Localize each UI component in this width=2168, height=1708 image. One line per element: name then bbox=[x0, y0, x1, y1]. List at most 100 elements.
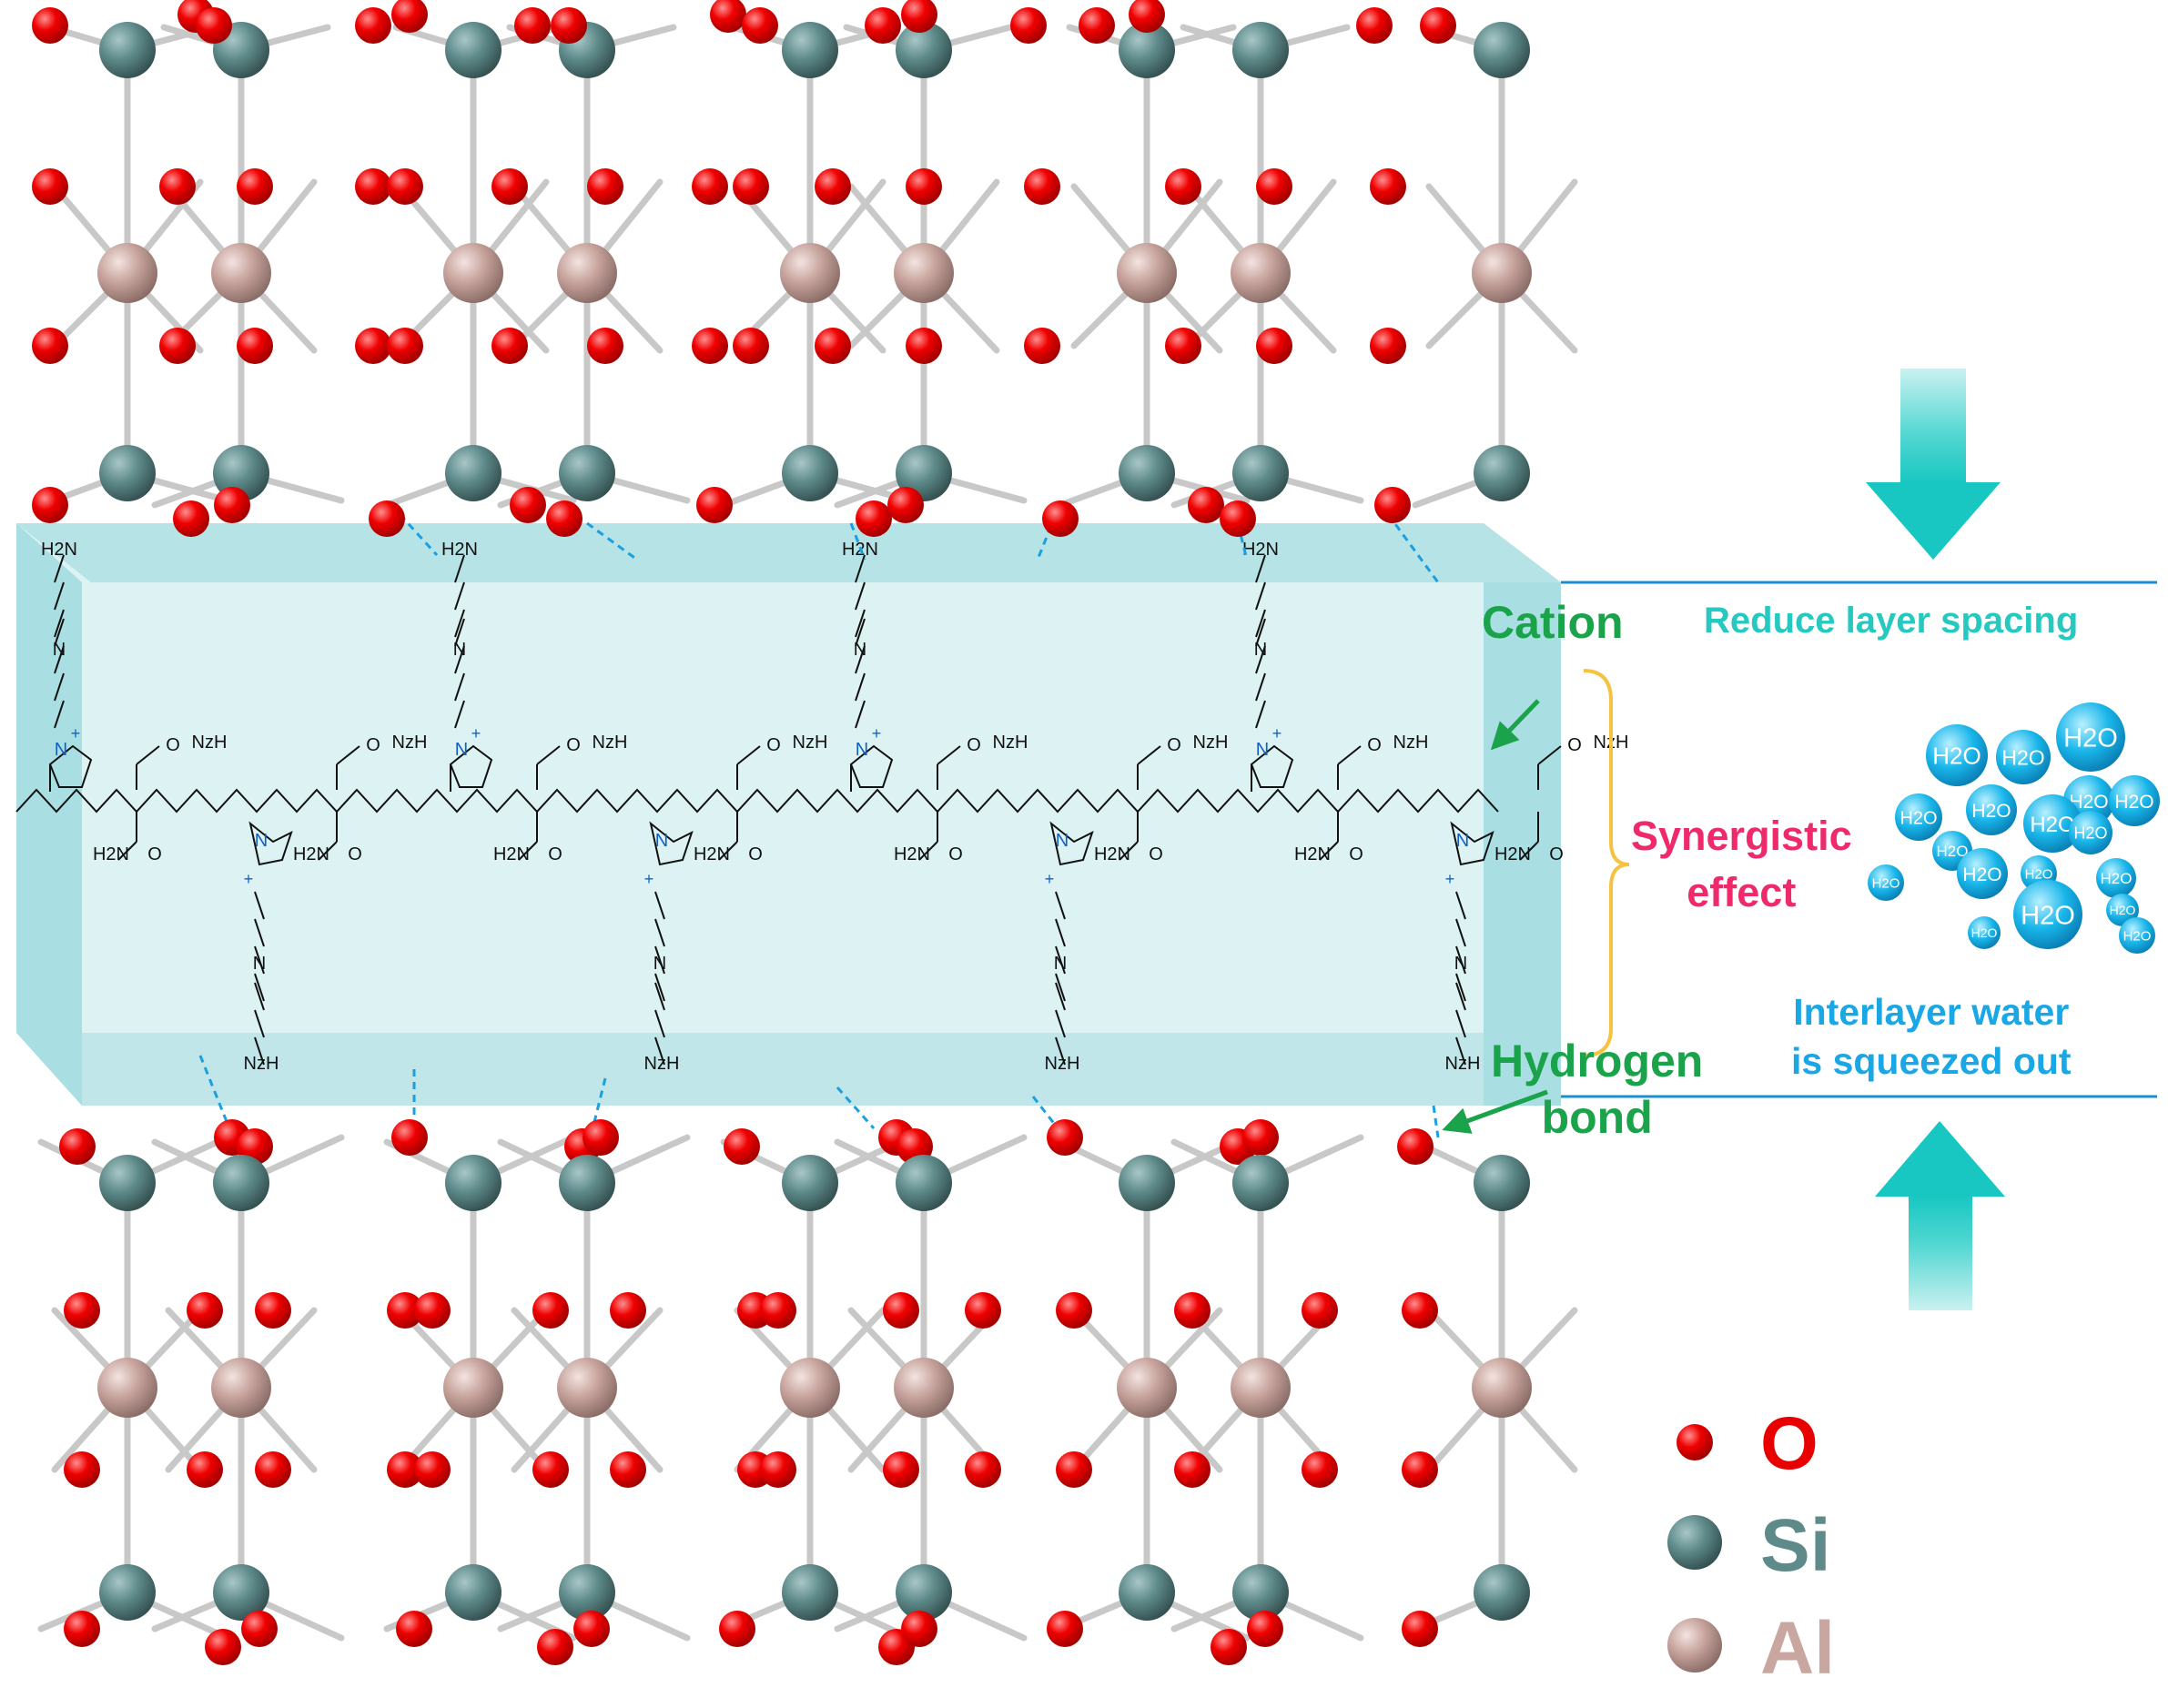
amide-label: H2N bbox=[894, 844, 930, 864]
silicon-atom bbox=[445, 1155, 501, 1211]
oxygen-atom bbox=[1165, 328, 1201, 364]
oxygen-atom bbox=[1047, 1611, 1083, 1647]
chem-bond bbox=[1255, 554, 1266, 583]
oxygen-atom bbox=[815, 168, 851, 205]
chem-bond bbox=[855, 672, 866, 702]
oxygen-atom bbox=[1024, 328, 1060, 364]
oxygen-atom bbox=[396, 1611, 432, 1647]
chem-bond bbox=[1537, 745, 1562, 765]
silicon-atom bbox=[1119, 22, 1175, 78]
aluminum-atom bbox=[1231, 243, 1291, 303]
silicon-atom bbox=[559, 445, 615, 501]
chem-bond bbox=[136, 745, 160, 765]
oxygen-atom bbox=[1402, 1292, 1438, 1329]
compress-arrow-down-head bbox=[1866, 482, 2001, 560]
water-formula: H2O bbox=[1971, 925, 1998, 940]
chem-bond bbox=[855, 554, 866, 583]
oxygen-atom bbox=[255, 1292, 291, 1329]
plus-label: + bbox=[1445, 870, 1455, 888]
oxygen-atom bbox=[901, 0, 937, 33]
oxygen-atom bbox=[187, 1292, 223, 1329]
oxygen-label: O bbox=[348, 844, 362, 864]
slab-bottom-face bbox=[82, 1033, 1484, 1106]
hydrogen-bond bbox=[836, 1086, 876, 1129]
silicon-atom bbox=[1232, 22, 1289, 78]
oxygen-atom bbox=[205, 1629, 241, 1665]
legend-aluminum-symbol bbox=[1667, 1618, 1722, 1673]
hydrogen-bond bbox=[1386, 513, 1440, 583]
oxygen-atom bbox=[1165, 168, 1201, 205]
ring-n-label: N bbox=[1056, 831, 1069, 851]
slab-side-face bbox=[1484, 582, 1561, 1106]
plus-label: + bbox=[244, 870, 254, 888]
oxygen-atom bbox=[355, 7, 391, 44]
chem-bond bbox=[518, 841, 538, 861]
interlayer-water-label: Interlayer water is squeezed out bbox=[1791, 991, 2072, 1082]
chem-bond bbox=[1455, 945, 1466, 975]
imidazolium-ring bbox=[248, 821, 293, 866]
aluminum-atom bbox=[443, 243, 503, 303]
oxygen-atom bbox=[583, 1119, 619, 1156]
chem-bond bbox=[1055, 973, 1066, 1002]
water-molecule bbox=[1966, 784, 2017, 835]
hydrogen-bond bbox=[590, 1077, 607, 1134]
water-formula: H2O bbox=[2073, 824, 2107, 843]
water-formula: H2O bbox=[1932, 743, 1981, 770]
amine-n-label: N bbox=[1254, 640, 1267, 660]
plus-label: + bbox=[1272, 724, 1282, 743]
silicon-atom bbox=[782, 1155, 838, 1211]
chem-bond bbox=[937, 745, 961, 765]
oxygen-label: O bbox=[1167, 735, 1181, 755]
oxygen-atom bbox=[355, 168, 391, 205]
chem-bond bbox=[1255, 672, 1266, 702]
oxygen-atom bbox=[1010, 7, 1047, 44]
hydrogen-bond-label: Hydrogen bond bbox=[1491, 1036, 1704, 1143]
oxygen-label: O bbox=[1367, 735, 1382, 755]
plus-label: + bbox=[1045, 870, 1055, 888]
chem-bond bbox=[1055, 1009, 1066, 1038]
crystal-atoms bbox=[32, 0, 1532, 1665]
chem-bond bbox=[736, 745, 761, 765]
oxygen-atom bbox=[887, 487, 924, 523]
oxygen-atom bbox=[32, 487, 68, 523]
oxygen-atom bbox=[387, 168, 423, 205]
water-molecule bbox=[1926, 724, 1988, 786]
amide-label: NzH bbox=[392, 733, 428, 753]
oxygen-atom bbox=[1256, 168, 1292, 205]
oxygen-atom bbox=[692, 168, 728, 205]
legend-symbols bbox=[1667, 1424, 1722, 1673]
silicon-atom bbox=[896, 22, 952, 78]
oxygen-label: O bbox=[1149, 844, 1163, 864]
chem-bond bbox=[454, 581, 465, 611]
hydrogen-bond bbox=[1432, 1105, 1440, 1138]
silicon-atom bbox=[99, 1564, 156, 1621]
oxygen-atom bbox=[32, 168, 68, 205]
silicon-atom bbox=[1119, 1564, 1175, 1621]
oxygen-atom bbox=[32, 328, 68, 364]
silicon-atom bbox=[99, 445, 156, 501]
chem-bond bbox=[318, 841, 338, 861]
oxygen-label: O bbox=[948, 844, 963, 864]
oxygen-atom bbox=[59, 1128, 96, 1165]
oxygen-atom bbox=[965, 1451, 1001, 1488]
chem-bond bbox=[454, 672, 465, 702]
oxygen-label: O bbox=[1349, 844, 1363, 864]
oxygen-atom bbox=[1397, 1128, 1434, 1165]
oxygen-atom bbox=[865, 7, 901, 44]
oxygen-atom bbox=[610, 1451, 646, 1488]
silicon-atom bbox=[896, 445, 952, 501]
chem-bond bbox=[855, 618, 866, 647]
oxygen-atom bbox=[1370, 328, 1406, 364]
silicon-atom bbox=[445, 445, 501, 501]
amide-label: NzH bbox=[993, 733, 1028, 753]
amide-label: H2N bbox=[493, 844, 530, 864]
oxygen-label: O bbox=[366, 735, 380, 755]
oxygen-atom bbox=[241, 1611, 278, 1647]
chem-bond bbox=[1137, 745, 1161, 765]
oxygen-atom bbox=[514, 7, 551, 44]
aluminum-atom bbox=[1472, 1358, 1532, 1418]
oxygen-atom bbox=[1024, 168, 1060, 205]
oxygen-atom bbox=[537, 1629, 573, 1665]
water-molecule bbox=[2069, 811, 2112, 854]
